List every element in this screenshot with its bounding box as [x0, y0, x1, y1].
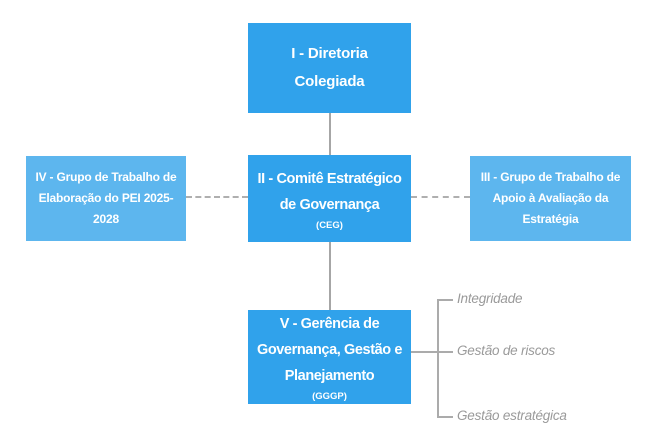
- node-acronym: (GGGP): [312, 391, 347, 402]
- node-title-line: IV - Grupo de Trabalho de: [35, 170, 177, 184]
- node-title-line: Apoio à Avaliação da: [492, 191, 609, 205]
- node-acronym: (CEG): [316, 219, 343, 231]
- function-label-gestao-de-riscos: Gestão de riscos: [457, 343, 556, 358]
- bracket-tick-integridade: [437, 299, 453, 301]
- node-diretoria-colegiada: I - Diretoria Colegiada: [248, 23, 411, 113]
- connector-diretoria-comite: [329, 113, 331, 155]
- node-title-line: III - Grupo de Trabalho de: [480, 170, 621, 184]
- node-title-line: Estratégia: [522, 212, 579, 226]
- node-title-line: Planejamento: [284, 368, 375, 384]
- bracket-vertical-line: [437, 299, 439, 418]
- node-comite-estrategico-governanca: II - Comitê Estratégico de Governança (C…: [248, 155, 411, 242]
- bracket-tick-gestao-estrategica: [437, 416, 453, 418]
- connector-comite-gerencia: [329, 242, 331, 310]
- node-title-line: V - Gerência de: [279, 316, 380, 332]
- node-title-line: 2028: [93, 212, 119, 226]
- connector-dashed-comite-gt-elaboracao: [186, 196, 248, 198]
- function-label-gestao-estrategica: Gestão estratégica: [457, 408, 567, 423]
- node-gt-elaboracao-pei: IV - Grupo de Trabalho de Elaboração do …: [26, 156, 186, 241]
- node-title-line: de Governança: [279, 196, 380, 213]
- node-title-line: Governança, Gestão e: [256, 342, 403, 358]
- node-gt-apoio-avaliacao: III - Grupo de Trabalho de Apoio à Avali…: [470, 156, 631, 241]
- node-title-line: I - Diretoria: [291, 45, 368, 62]
- connector-dashed-comite-gt-apoio: [411, 196, 470, 198]
- node-gerencia-governanca-gestao-planejamento: V - Gerência de Governança, Gestão e Pla…: [248, 310, 411, 404]
- node-title-line: Colegiada: [294, 73, 365, 90]
- function-label-integridade: Integridade: [457, 291, 523, 306]
- node-title-line: Elaboração do PEI 2025-: [38, 191, 174, 205]
- node-title-line: II - Comitê Estratégico: [257, 170, 402, 187]
- bracket-connector-gerencia: [411, 351, 453, 353]
